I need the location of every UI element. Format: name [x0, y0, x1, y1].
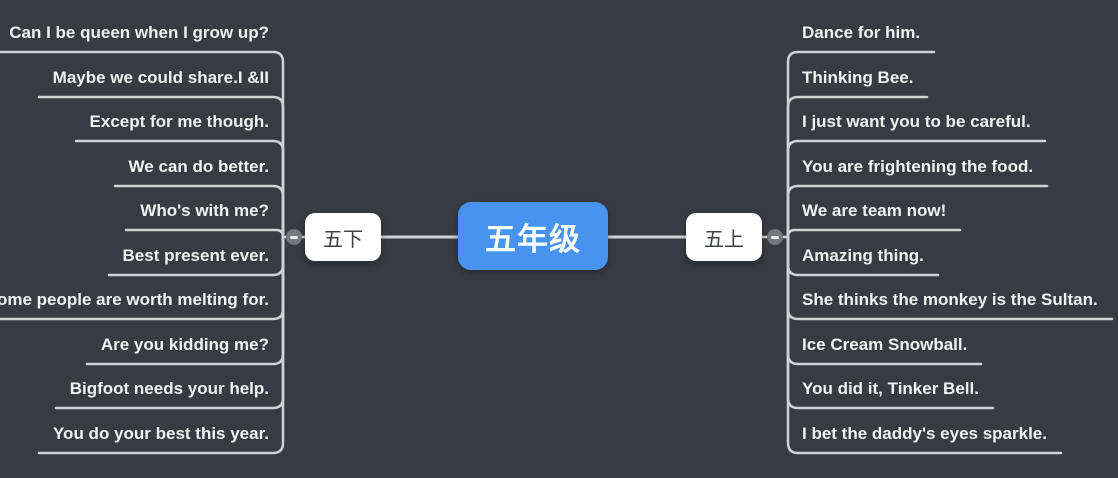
minus-icon — [290, 235, 298, 239]
subtopic-right-8[interactable]: Ice Cream Snowball. — [802, 335, 968, 354]
collapse-button-left[interactable] — [286, 229, 302, 245]
subtopic-right-6[interactable]: Amazing thing. — [802, 246, 924, 265]
subtopic-left-1[interactable]: Can I be queen when I grow up? — [9, 23, 269, 42]
branch-node-label: 五下 — [323, 228, 363, 251]
subtopic-left-7[interactable]: Some people are worth melting for. — [0, 290, 269, 309]
subtopic-left-6[interactable]: Best present ever. — [122, 246, 269, 265]
collapse-button-right[interactable] — [767, 229, 783, 245]
subtopic-right-2[interactable]: Thinking Bee. — [802, 68, 914, 87]
subtopic-left-4[interactable]: We can do better. — [128, 157, 269, 176]
subtopic-left-3[interactable]: Except for me though. — [89, 112, 269, 131]
subtopic-left-5[interactable]: Who's with me? — [140, 201, 269, 220]
subtopic-left-8[interactable]: Are you kidding me? — [100, 335, 269, 354]
subtopic-right-5[interactable]: We are team now! — [802, 201, 947, 220]
subtopic-left-9[interactable]: Bigfoot needs your help. — [69, 379, 269, 398]
branch-node-second-semester[interactable]: 五下 — [305, 213, 381, 261]
branch-node-first-semester[interactable]: 五上 — [686, 213, 762, 261]
subtopic-right-4[interactable]: You are frightening the food. — [802, 157, 1034, 176]
subtopic-right-1[interactable]: Dance for him. — [802, 23, 921, 42]
subtopic-right-10[interactable]: I bet the daddy's eyes sparkle. — [802, 424, 1047, 443]
root-node-label: 五年级 — [485, 221, 581, 257]
subtopic-left-2[interactable]: Maybe we could share.I &II — [52, 68, 269, 87]
subtopic-left-10[interactable]: You do your best this year. — [52, 424, 269, 443]
subtopic-right-3[interactable]: I just want you to be careful. — [802, 112, 1031, 131]
branch-node-label: 五上 — [704, 228, 744, 251]
minus-icon — [771, 235, 779, 239]
root-node-grade5[interactable]: 五年级 — [458, 202, 608, 270]
subtopic-right-9[interactable]: You did it, Tinker Bell. — [802, 379, 979, 398]
subtopic-right-7[interactable]: She thinks the monkey is the Sultan. — [802, 290, 1098, 309]
